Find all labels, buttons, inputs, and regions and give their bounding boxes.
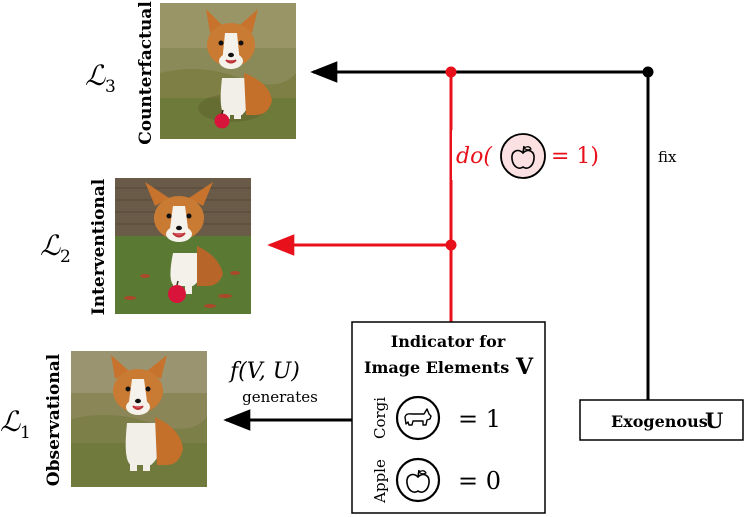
junction-dot-red-mid (445, 239, 457, 251)
indicator-var-v: V (515, 354, 534, 380)
intervention-do-expression: do( = 1) (452, 130, 618, 180)
svg-text:= 1): = 1) (551, 144, 599, 169)
level-l3-symbol: ℒ 3 (85, 59, 116, 97)
exogenous-box (579, 399, 744, 441)
junction-dot-black (642, 66, 654, 78)
generates-label: generates (242, 388, 318, 406)
counterfactual-label: Counterfactual (136, 1, 156, 145)
svg-text:do(: do( (456, 144, 492, 169)
corgi-indicator-circle (395, 395, 441, 441)
apple-indicator-value: = 0 (458, 467, 501, 495)
apple-row-label: Apple (371, 459, 389, 504)
apple-indicator-circle (395, 457, 441, 503)
svg-text:ℒ: ℒ (0, 405, 21, 438)
svg-text:3: 3 (105, 77, 116, 97)
corgi-icon (404, 408, 432, 426)
corgi-row-label: Corgi (371, 397, 389, 439)
corgi-apple-image (115, 178, 251, 314)
level-l1-symbol: ℒ 1 (0, 405, 31, 443)
exogenous-label: Exogenous (611, 412, 708, 431)
corgi-image (71, 351, 207, 487)
indicator-title-line1: Indicator for (391, 332, 506, 351)
svg-text:ℒ: ℒ (85, 59, 106, 92)
junction-dot-red-top (445, 66, 457, 78)
apple-icon (406, 469, 430, 493)
generator-function: f(V, U) (228, 359, 300, 384)
exogenous-var-u: U (705, 408, 723, 433)
apple-icon (511, 145, 535, 169)
svg-text:2: 2 (60, 247, 71, 267)
level-l2-symbol: ℒ 2 (40, 229, 71, 267)
corgi-apple-image (160, 3, 296, 139)
corgi-indicator-value: = 1 (458, 405, 501, 433)
indicator-box (351, 321, 546, 514)
observational-label: Observational (44, 353, 64, 486)
do-apple-circle (500, 133, 546, 179)
fix-label: fix (658, 148, 677, 166)
observational-corgi-photo (71, 351, 207, 487)
interventional-label: Interventional (89, 178, 109, 315)
counterfactual-corgi-photo (160, 3, 296, 139)
svg-text:ℒ: ℒ (40, 229, 61, 262)
indicator-title-line2: Image Elements (364, 358, 509, 377)
interventional-corgi-photo (115, 178, 251, 314)
svg-text:1: 1 (20, 423, 31, 443)
